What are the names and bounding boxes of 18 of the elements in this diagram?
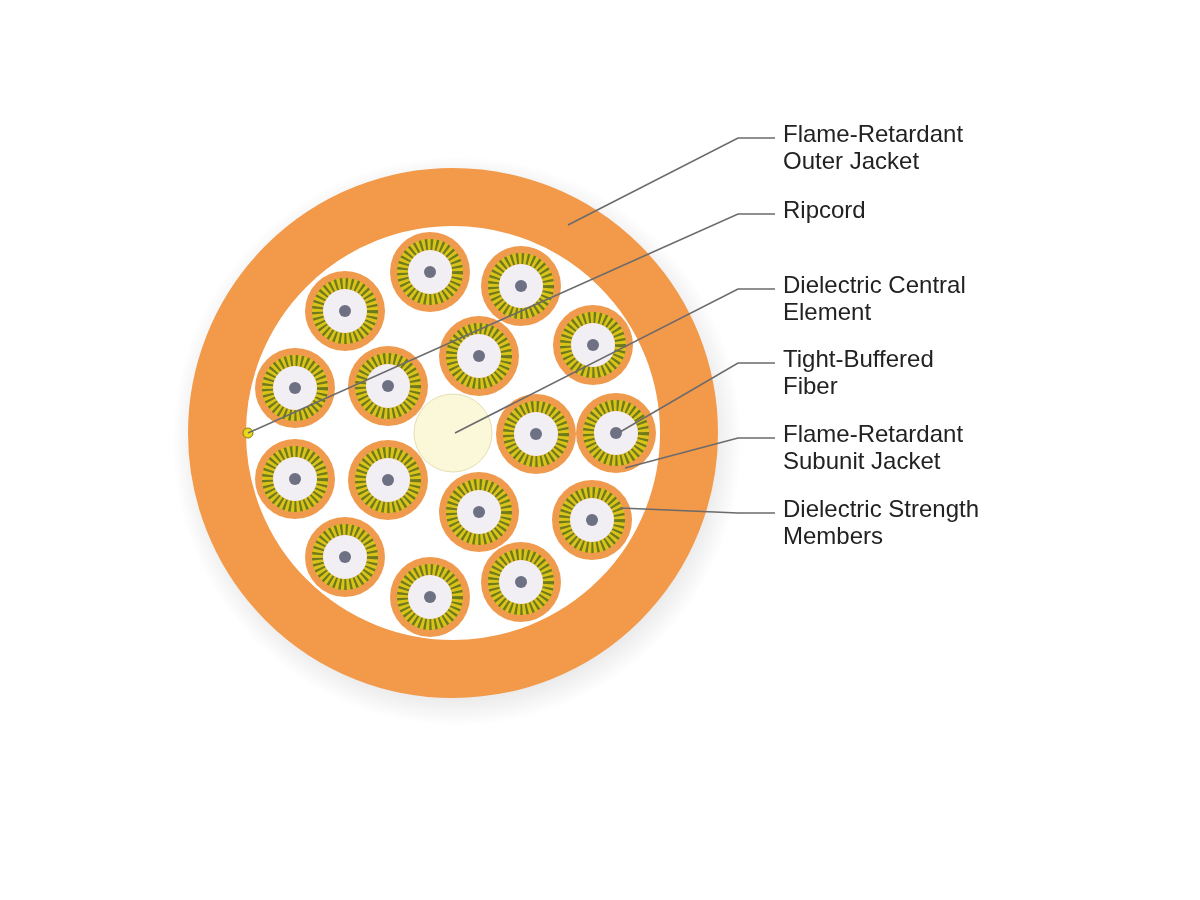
- part-label: Dielectric Central Element: [783, 271, 967, 325]
- leader-line: [619, 362, 776, 433]
- ripcord: [242, 427, 254, 439]
- leader-line: [624, 437, 776, 469]
- strength-member-ring: [559, 487, 625, 553]
- subunit-jacket: [576, 393, 656, 473]
- part-label: Flame-Retardant Subunit Jacket: [783, 420, 965, 474]
- part-label: Tight-Buffered Fiber: [783, 345, 935, 399]
- leader-line: [247, 213, 776, 434]
- tight-buffered-fiber: [594, 411, 638, 455]
- leader-line: [567, 137, 776, 226]
- part-label: Flame-Retardant Outer Jacket: [783, 120, 965, 174]
- central-element: [413, 393, 493, 473]
- part-label: Dielectric Strength Members: [783, 495, 981, 549]
- leader-line: [619, 507, 776, 514]
- leader-line: [454, 288, 776, 434]
- part-label: Ripcord: [783, 196, 867, 223]
- outer-jacket: [188, 168, 718, 698]
